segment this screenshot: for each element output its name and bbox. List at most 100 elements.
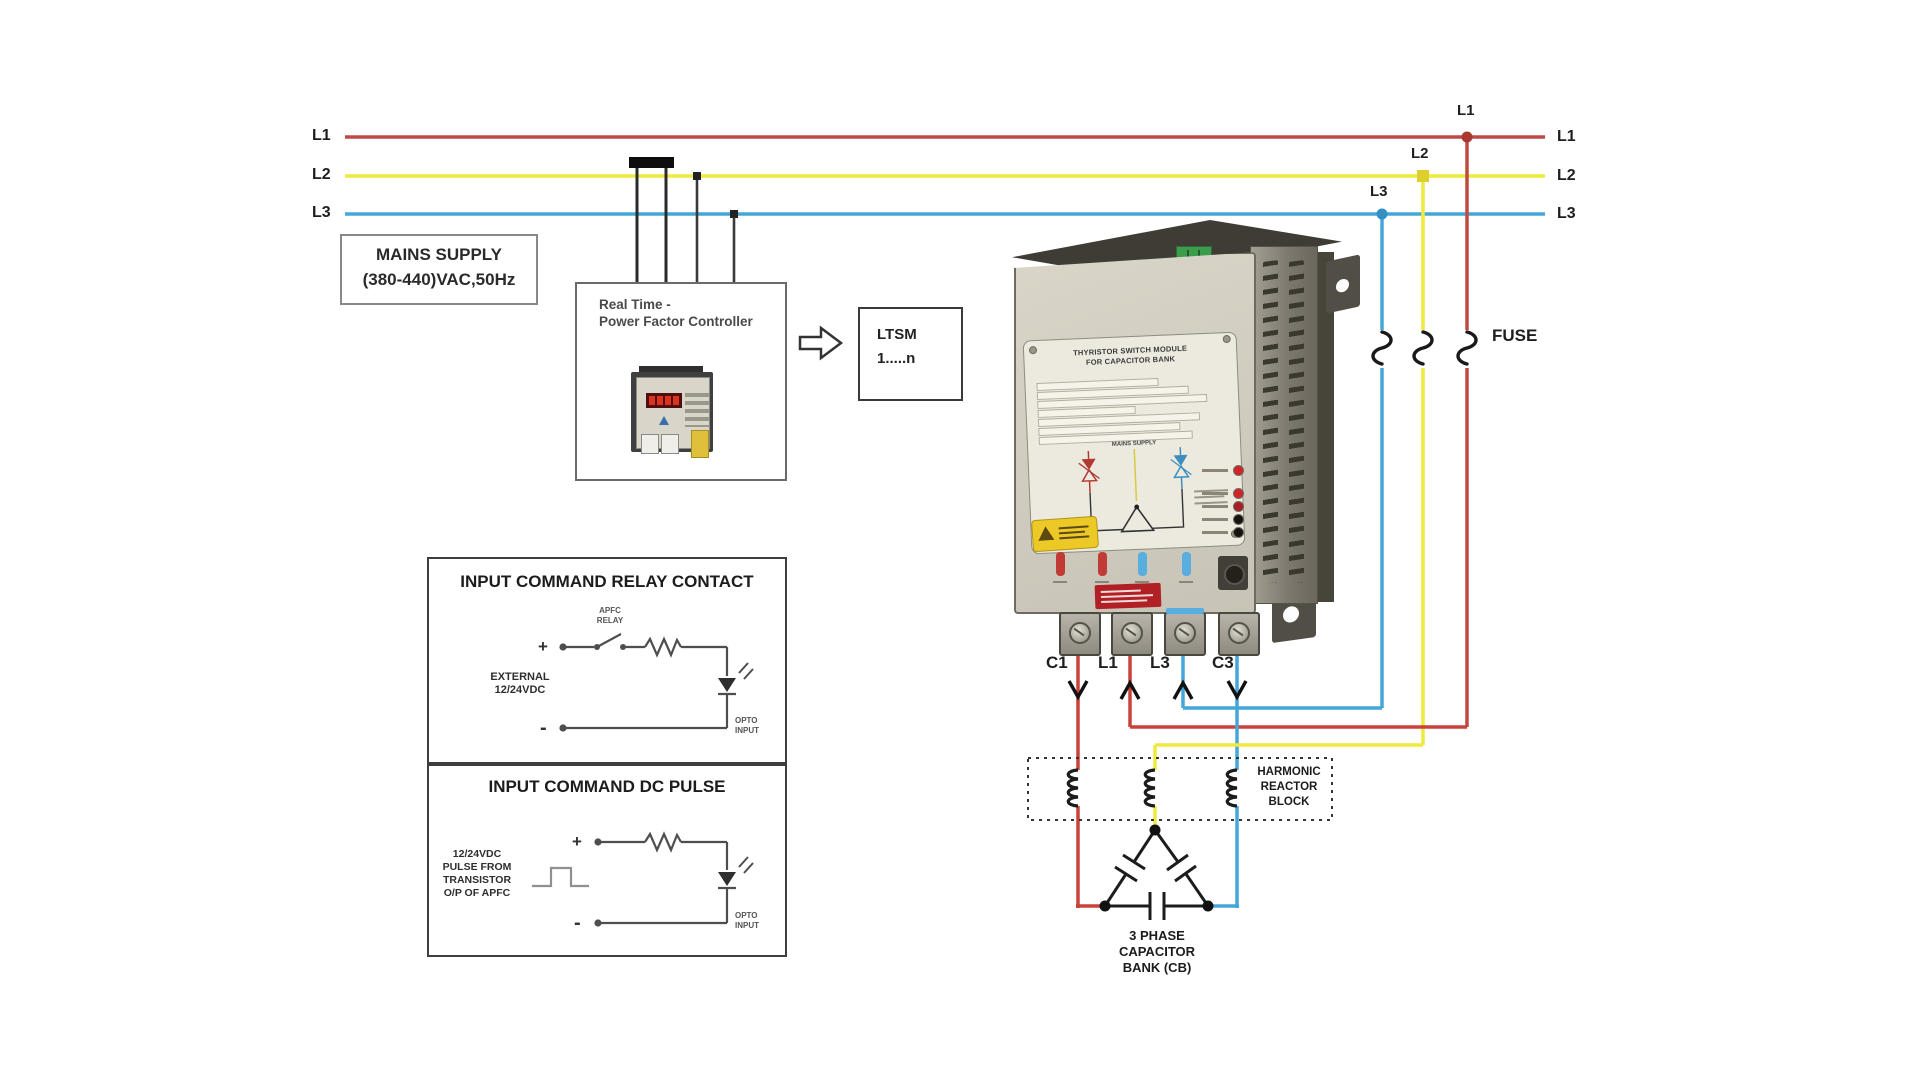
delta-node-left [1099,900,1111,912]
pfc-display [646,393,682,408]
l3-sense-dot [730,210,738,218]
module-aux-connector [1218,556,1248,590]
harmonic-reactor-line1: HARMONIC [1257,766,1321,778]
c3-arrow-down [1226,680,1248,701]
module-strip-2 [1098,552,1107,576]
capacitor-bank-label: 3 PHASE CAPACITOR BANK (CB) [1107,928,1207,976]
ct-bar [629,157,674,168]
fuse-symbol-l1 [1456,330,1478,366]
delta-node-top [1149,824,1161,836]
l2-sense-dot [693,172,701,180]
ltsm-line2: 1.....n [877,350,916,367]
l1-tap-label: L1 [1457,102,1475,119]
terminal-l1 [1111,612,1153,656]
module-led-5 [1233,527,1244,538]
terminal-c1 [1059,612,1101,656]
pf-controller-title-line2: Power Factor Controller [599,313,753,329]
l3-label-left: L3 [312,204,331,221]
mains-supply-line1: MAINS SUPPLY [376,245,502,264]
pulse-led-ray2 [743,862,754,874]
relay-opto-label: OPTO INPUT [735,716,759,735]
fuse-symbol-l3 [1371,330,1393,366]
terminal-c3 [1218,612,1260,656]
module-bracket-top [1326,254,1360,314]
pf-controller-device [631,366,713,458]
reactor-coil-1 [1066,768,1079,808]
input-pulse-box: INPUT COMMAND DC PULSE [427,762,787,957]
module-printed-diagram [1078,447,1229,533]
pfc-logo [659,416,669,425]
l1-arrow-up [1119,679,1141,700]
pfc-face [636,377,710,458]
pfc-dial-right [661,434,679,454]
harmonic-reactor-line3: BLOCK [1268,796,1310,808]
l1-label-right: L1 [1557,128,1576,145]
relay-resistor [644,636,682,658]
pulse-led-ray1 [738,856,749,868]
l1-label-left: L1 [312,127,331,144]
relay-minus: - [540,717,547,739]
terminal-label-c1: C1 [1046,653,1068,672]
relay-led-ray2 [743,668,754,680]
module-strip-3 [1138,552,1147,576]
pfc-sticker [691,430,709,458]
pf-controller-title: Real Time - Power Factor Controller [599,297,753,331]
ltsm-box: LTSM 1.....n [858,307,963,401]
terminal-l3 [1164,608,1206,656]
terminal-label-l1: L1 [1098,653,1118,672]
printed-scr-blue [1170,447,1192,490]
l2-tap-label: L2 [1411,145,1429,162]
pfc-dial-left [641,434,659,454]
module-led-4 [1233,514,1244,525]
l2-label-left: L2 [312,166,331,183]
delta-node-right [1202,900,1214,912]
pulse-plus: + [572,832,582,851]
fuse-label: FUSE [1492,326,1538,345]
reactor-coil-2 [1143,768,1156,808]
module-vent-panel [1250,246,1318,604]
module-spec-label: THYRISTOR SWITCH MODULE FOR CAPACITOR BA… [1022,331,1246,555]
module-led-1 [1233,465,1244,476]
capacitor-bank-line3: BANK (CB) [1122,960,1192,975]
l3-arrow-up [1172,679,1194,700]
pfc-buttons [685,393,709,427]
mains-supply-box: MAINS SUPPLY (380-440)VAC,50Hz [340,234,538,305]
harmonic-reactor-box [1027,757,1333,821]
module-strip-4 [1182,552,1191,576]
relay-led [718,678,736,692]
ltsm-line1: LTSM [877,326,917,343]
pf-controller-box: Real Time - Power Factor Controller [575,282,787,481]
pulse-source-label: 12/24VDC PULSE FROM TRANSISTOR O/P OF AP… [442,848,512,899]
relay-plus: + [538,637,548,656]
pulse-minus: - [574,912,581,934]
apfc-relay-label: APFC RELAY [596,606,624,625]
harmonic-reactor-line2: REACTOR [1260,781,1318,793]
l2-label-right: L2 [1557,167,1576,184]
l3-label-right: L3 [1557,205,1576,222]
relay-switch-blade [596,633,622,648]
mains-supply-line2: (380-440)VAC,50Hz [362,269,516,289]
module-caution-label [1030,515,1100,553]
l1-junction-dot [1461,131,1473,143]
capacitor-bank-line2: CAPACITOR [1118,944,1196,959]
relay-led-ray1 [738,662,749,674]
capacitor-bank-line1: 3 PHASE [1129,928,1185,943]
module-led-2 [1233,488,1244,499]
l3-tap-label: L3 [1370,183,1388,200]
module-mount-plate [1316,252,1334,602]
fuse-symbol-l2 [1412,330,1434,366]
input-relay-title: INPUT COMMAND RELAY CONTACT [460,572,754,591]
l2-junction-dot [1417,170,1429,182]
input-relay-box: INPUT COMMAND RELAY CONTACT [427,557,787,766]
c1-arrow-down [1067,680,1089,701]
printed-scr-red [1078,450,1100,493]
terminal-label-l3: L3 [1150,653,1170,672]
input-pulse-title: INPUT COMMAND DC PULSE [488,777,726,796]
pulse-led [718,872,736,886]
pulse-resistor [644,831,682,853]
harmonic-reactor-label: HARMONIC REACTOR BLOCK [1246,765,1332,810]
module-title: THYRISTOR SWITCH MODULE FOR CAPACITOR BA… [1024,342,1237,371]
external-supply-label: EXTERNAL 12/24VDC [490,671,550,696]
